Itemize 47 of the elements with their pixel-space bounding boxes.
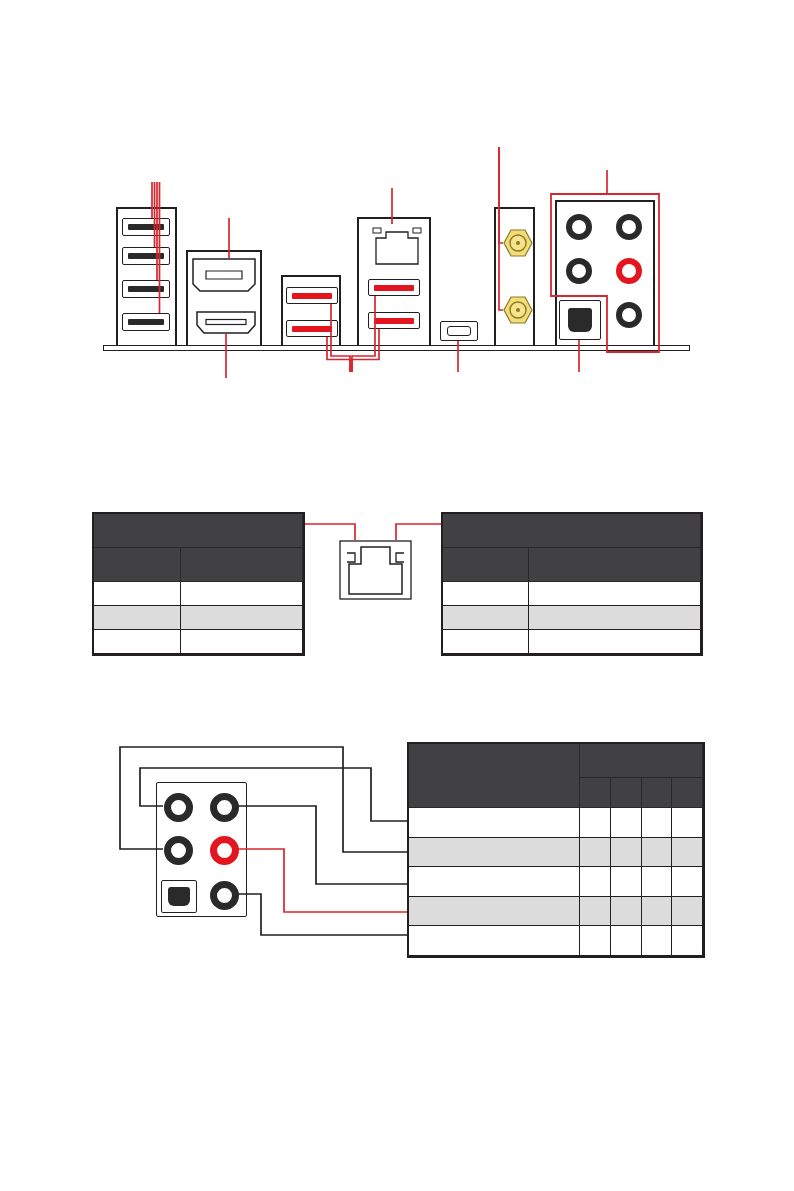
connector-line: [119, 746, 408, 853]
usb-c-port: [440, 321, 478, 341]
hdmi-port: [196, 311, 256, 334]
antenna-connector: [503, 229, 533, 257]
displayport-port: [192, 258, 256, 292]
leader-line: [158, 181, 161, 314]
usb-port: [122, 247, 170, 265]
antenna-connector: [503, 296, 533, 324]
leader-line: [391, 187, 393, 225]
connector-line: [237, 848, 408, 913]
leader-line: [457, 340, 459, 373]
usb-port: [122, 313, 170, 331]
audio-jack: [210, 881, 239, 910]
connector-line: [237, 893, 408, 936]
connector-line: [395, 523, 442, 541]
leader-line: [153, 181, 156, 248]
usb-port: [368, 279, 420, 296]
usb-port: [122, 280, 170, 298]
audio-panel: [156, 782, 247, 917]
audio-jack: [210, 793, 239, 822]
audio-jack-outline: [550, 193, 660, 353]
leader-line: [225, 333, 227, 379]
connector-line: [139, 767, 408, 822]
leader-line: [498, 146, 504, 311]
led-table: [92, 512, 305, 656]
leader-line: [228, 217, 230, 259]
usb-port: [368, 312, 420, 329]
audio-table: [407, 742, 705, 958]
usb-port: [122, 218, 170, 236]
audio-jack: [164, 793, 193, 822]
leader-line: [156, 181, 158, 281]
leader-line: [326, 336, 351, 373]
leader-line: [151, 181, 153, 219]
leader-line: [606, 169, 608, 194]
connector-line: [237, 805, 408, 885]
usb-port: [286, 320, 338, 337]
optical-port: [161, 880, 197, 913]
lan-port: [372, 224, 422, 265]
connector-line: [304, 523, 356, 541]
leader-line: [351, 328, 380, 373]
usb-port: [286, 287, 338, 304]
audio-jack: [210, 836, 239, 865]
leader-line: [578, 339, 580, 373]
lan-port-drawing: [339, 540, 412, 600]
optical-port: [559, 300, 601, 340]
led-table: [441, 512, 703, 656]
audio-jack: [164, 836, 193, 865]
